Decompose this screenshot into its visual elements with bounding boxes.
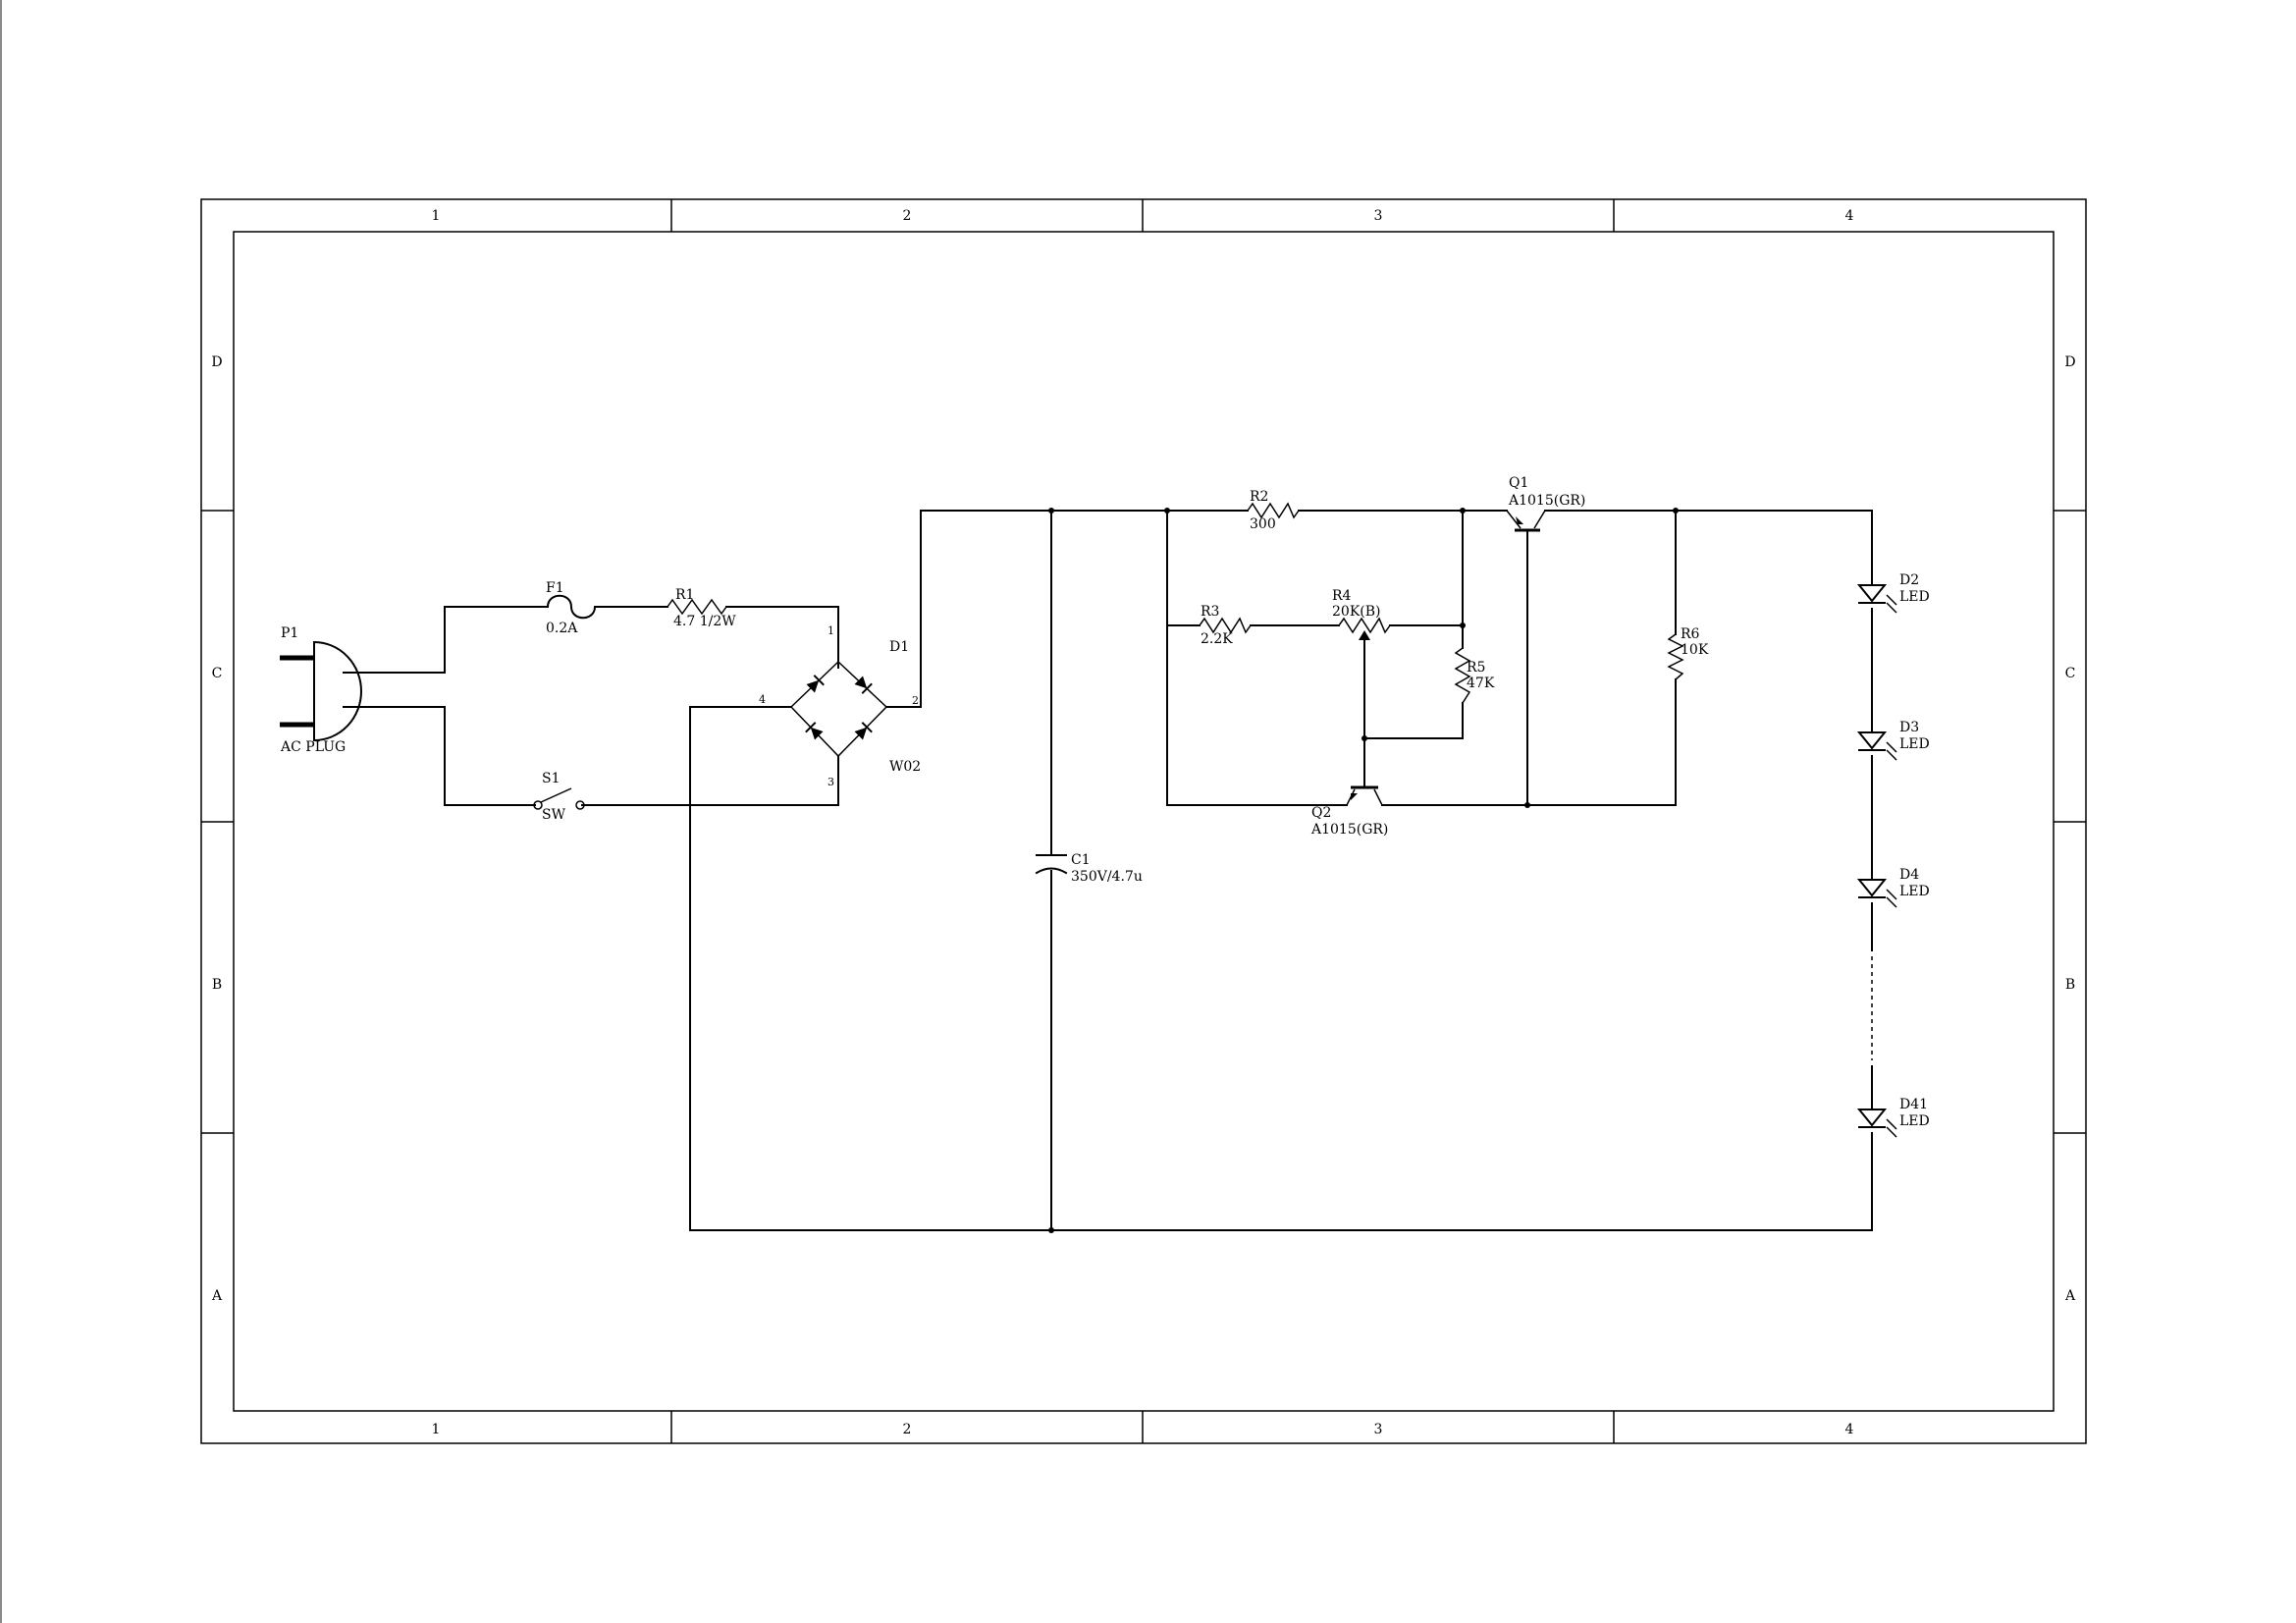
transistor-q1: Q1 A1015(GR) — [1506, 475, 1585, 532]
d4-ref-label: D4 — [1899, 867, 1919, 883]
d4-value-label: LED — [1899, 884, 1930, 899]
zone-col-top-4: 4 — [1845, 208, 1854, 224]
r1-value-label: 4.7 1/2W — [673, 614, 736, 629]
p1-value-label: AC PLUG — [280, 739, 346, 755]
transistor-q2: Q2 A1015(GR) — [1310, 785, 1388, 838]
r3-value-label: 2.2K — [1201, 631, 1233, 647]
d2-ref-label: D2 — [1899, 572, 1919, 588]
zone-row-left-a: A — [211, 1288, 223, 1304]
p1-ref-label: P1 — [281, 625, 298, 641]
zone-col-top-3: 3 — [1374, 208, 1383, 224]
s1-ref-label: S1 — [542, 771, 561, 786]
c1-value-label: 350V/4.7u — [1071, 869, 1143, 885]
led-d3: D3 LED — [1856, 720, 1930, 761]
d1-pin-4: 4 — [759, 693, 766, 706]
d41-value-label: LED — [1899, 1113, 1930, 1129]
r5-ref-label: R5 — [1467, 660, 1485, 676]
q2-ref-label: Q2 — [1311, 805, 1331, 821]
r5-value-label: 47K — [1467, 676, 1495, 691]
f1-ref-label: F1 — [546, 580, 564, 596]
led-d4: D4 LED — [1856, 867, 1930, 908]
capacitor-c1: C1 350V/4.7u — [1035, 852, 1143, 885]
resistor-r6: R6 10K — [1667, 626, 1709, 680]
drawing-frame — [200, 198, 2087, 1444]
page-left-edge — [0, 0, 2, 1623]
d1-pin-3: 3 — [828, 776, 834, 788]
resistor-r5: R5 47K — [1454, 647, 1495, 704]
d3-value-label: LED — [1899, 736, 1930, 752]
d3-ref-label: D3 — [1899, 720, 1919, 735]
r6-ref-label: R6 — [1681, 626, 1700, 642]
d1-pin-1: 1 — [828, 624, 834, 637]
f1-value-label: 0.2A — [546, 621, 578, 636]
fuse-f1: F1 0.2A — [546, 580, 597, 636]
junctions — [1048, 508, 1679, 1233]
resistor-r1: R1 4.7 1/2W — [667, 587, 736, 629]
r4-ref-label: R4 — [1332, 588, 1352, 604]
q1-ref-label: Q1 — [1509, 475, 1528, 491]
d1-ref-label: D1 — [889, 639, 909, 655]
resistor-r2: R2 300 — [1247, 489, 1300, 532]
led-d2: D2 LED — [1856, 572, 1930, 614]
r3-ref-label: R3 — [1201, 604, 1219, 620]
wires — [362, 510, 1873, 1231]
zone-row-left-d: D — [211, 354, 222, 370]
potentiometer-r4: R4 20K(B) — [1332, 588, 1391, 640]
q1-value-label: A1015(GR) — [1508, 493, 1585, 509]
c1-ref-label: C1 — [1071, 852, 1091, 868]
r4-value-label: 20K(B) — [1332, 604, 1381, 620]
r1-ref-label: R1 — [675, 587, 694, 603]
r2-ref-label: R2 — [1250, 489, 1268, 505]
zone-row-right-d: D — [2064, 354, 2075, 370]
d1-value-label: W02 — [889, 759, 921, 775]
zone-row-right-c: C — [2065, 666, 2076, 681]
zone-col-top-2: 2 — [903, 208, 912, 224]
zone-row-left-c: C — [212, 666, 223, 681]
d2-value-label: LED — [1899, 589, 1930, 605]
zone-col-bottom-4: 4 — [1845, 1422, 1854, 1437]
zone-col-top-1: 1 — [432, 208, 441, 224]
q2-value-label: A1015(GR) — [1310, 822, 1388, 838]
switch-s1: S1 SW — [533, 771, 585, 823]
zone-col-bottom-3: 3 — [1374, 1422, 1383, 1437]
d1-pin-2: 2 — [912, 694, 919, 707]
zone-col-bottom-1: 1 — [432, 1422, 441, 1437]
r6-value-label: 10K — [1681, 642, 1709, 658]
zone-col-bottom-2: 2 — [903, 1422, 912, 1437]
d41-ref-label: D41 — [1899, 1097, 1928, 1112]
zone-row-right-b: B — [2065, 977, 2075, 993]
zone-row-right-a: A — [2064, 1288, 2076, 1304]
resistor-r3: R3 2.2K — [1199, 604, 1252, 647]
zone-row-left-b: B — [212, 977, 222, 993]
led-d41: D41 LED — [1856, 1097, 1930, 1138]
ac-plug-p1: P1 AC PLUG — [280, 625, 364, 755]
r2-value-label: 300 — [1250, 516, 1276, 532]
zone-labels: 1 2 3 4 1 2 3 4 D C B A D C B A — [211, 208, 2076, 1437]
s1-value-label: SW — [542, 807, 566, 823]
